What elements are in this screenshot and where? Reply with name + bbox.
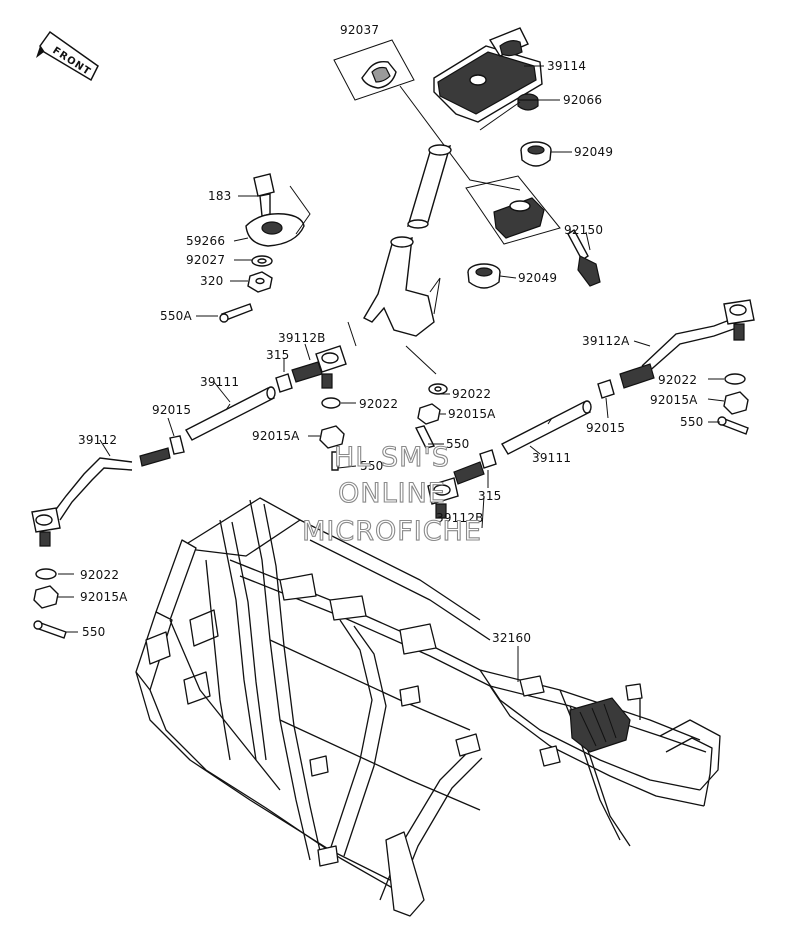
label-92037: 92037	[340, 23, 379, 37]
label-92015-right: 92015	[586, 421, 625, 435]
label-39112B-right: 39112B	[436, 511, 484, 525]
cap-92066	[517, 93, 539, 111]
label-92066: 92066	[563, 93, 602, 107]
nut-92015-right	[597, 379, 615, 399]
frame-32160	[135, 497, 721, 917]
label-92150: 92150	[564, 223, 603, 237]
nut-92015A-lower-left	[33, 585, 59, 609]
label-39114: 39114	[547, 59, 586, 73]
bushing-92049-upper	[520, 141, 552, 167]
bolt-183	[253, 173, 275, 217]
steering-stem	[347, 236, 441, 375]
label-92049-upper: 92049	[574, 145, 613, 159]
label-550-right: 550	[680, 415, 704, 429]
washer-92027	[251, 255, 273, 267]
tie-rod-end-39112-left	[31, 447, 171, 547]
label-550A: 550A	[160, 309, 193, 323]
label-92027: 92027	[186, 253, 225, 267]
steering-shaft-upper	[406, 144, 452, 229]
tie-rod-end-39112B-right	[427, 461, 485, 529]
plate-59266	[245, 185, 311, 247]
label-92022-mid: 92022	[359, 397, 398, 411]
nut-92015-left	[169, 435, 185, 455]
nut-92015A-right	[723, 391, 749, 415]
label-183: 183	[208, 189, 232, 203]
tie-rods	[31, 299, 755, 639]
label-92049-lower: 92049	[518, 271, 557, 285]
label-39111-left: 39111	[200, 375, 239, 389]
label-315-left: 315	[266, 348, 290, 362]
label-92015-left: 92015	[152, 403, 191, 417]
label-92015A-center: 92015A	[448, 407, 496, 421]
nut-315-right	[479, 449, 497, 469]
cotter-pin-550-right	[717, 416, 749, 435]
washer-92022-lower-left	[35, 568, 57, 580]
label-39112B-left: 39112B	[278, 331, 326, 345]
label-550-center-1: 550	[446, 437, 470, 451]
label-92015A-right: 92015A	[650, 393, 698, 407]
clamp-92037	[361, 60, 397, 89]
front-arrow-icon: FRONT	[36, 30, 99, 82]
label-92022-lower-left: 92022	[80, 568, 119, 582]
label-550-center-2: 550	[360, 459, 384, 473]
leader-lines	[58, 65, 725, 633]
cotter-pin-550-center	[331, 425, 436, 471]
nut-92015A-mid	[319, 425, 345, 449]
label-92015A-lower-left: 92015A	[80, 590, 128, 604]
bolt-92150	[567, 228, 601, 287]
part-labels: 92037 39114 92066 92049 183 59266 92150 …	[78, 23, 704, 645]
label-550-lower-left: 550	[82, 625, 106, 639]
tie-rod-end-39112B-left	[291, 345, 347, 389]
tube-39111-left	[185, 386, 276, 441]
nut-320	[247, 271, 273, 293]
label-92022-center: 92022	[452, 387, 491, 401]
label-92022-right: 92022	[658, 373, 697, 387]
bushing-92049-lower	[467, 263, 501, 289]
washer-92022-right	[724, 373, 746, 385]
nut-315-left	[275, 373, 293, 393]
watermark-line-2: ONLINE	[338, 478, 446, 509]
washer-92022-mid	[321, 397, 341, 409]
holder-39114	[433, 27, 543, 123]
label-32160: 32160	[492, 631, 531, 645]
label-39112-left: 39112	[78, 433, 117, 447]
watermark-line-1: HL SM'S	[334, 442, 450, 473]
steering-parts	[219, 27, 601, 375]
label-92015A-mid: 92015A	[252, 429, 300, 443]
watermark: HL SM'S ONLINE MICROFICHE	[302, 441, 482, 547]
label-320: 320	[200, 274, 224, 288]
tube-39111-right	[501, 400, 592, 455]
label-39111-right: 39111	[532, 451, 571, 465]
cotter-pin-550A	[219, 303, 253, 323]
label-315-right: 315	[478, 489, 502, 503]
tie-rod-end-39112A-right	[619, 299, 755, 389]
washer-92022-center	[428, 383, 448, 395]
nut-92015A-center	[417, 403, 441, 425]
label-59266: 59266	[186, 234, 225, 248]
label-39112A: 39112A	[582, 334, 630, 348]
bracket-92150	[493, 197, 545, 239]
watermark-line-3: MICROFICHE	[302, 516, 482, 547]
cotter-pin-550-lower-left	[33, 620, 67, 639]
